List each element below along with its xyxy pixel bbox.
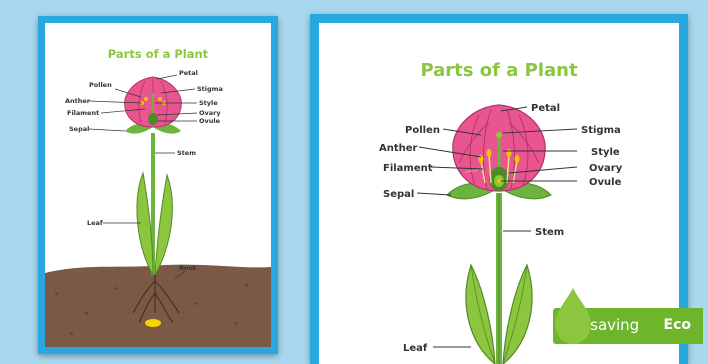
large-label-filament: Filament [383, 163, 433, 174]
small-label-petal: Petal [179, 69, 198, 77]
small-label-pollen: Pollen [89, 81, 112, 89]
large-label-leaf: Leaf [403, 343, 428, 354]
small-label-anther: Anther [65, 97, 91, 105]
leaf-right [155, 175, 172, 275]
large-label-sepal: Sepal [383, 189, 414, 200]
small-label-ovary: Ovary [199, 109, 221, 117]
large-label-petal: Petal [531, 103, 560, 114]
small-label-stigma: Stigma [197, 85, 223, 93]
small-label-ovule: Ovule [199, 117, 221, 125]
small-label-stem: Stem [177, 149, 196, 157]
small-plant-diagram: Petal Pollen Stigma Anther Style Filamen… [45, 23, 271, 347]
small-label-sepal: Sepal [69, 125, 89, 133]
large-label-stem: Stem [535, 227, 564, 238]
small-label-filament: Filament [67, 109, 99, 117]
small-label-style: Style [199, 99, 218, 107]
large-label-ovary: Ovary [589, 163, 623, 174]
large-label-stigma: Stigma [581, 125, 621, 136]
small-label-root: Root [179, 264, 196, 272]
large-flower [453, 105, 545, 191]
large-label-style: Style [591, 147, 620, 158]
small-label-leaf: Leaf [87, 219, 103, 227]
large-label-anther: Anther [379, 143, 418, 154]
small-logo-blob [145, 319, 161, 327]
small-flower [125, 77, 182, 127]
large-label-ovule: Ovule [589, 177, 622, 188]
soil [45, 265, 271, 347]
large-label-pollen: Pollen [405, 125, 440, 136]
ink-saving-eco-button[interactable]: ink saving Eco [553, 308, 703, 344]
small-poster: Parts of a Plant [38, 16, 278, 354]
leaf-left [137, 173, 153, 275]
small-poster-sheet: Parts of a Plant [45, 23, 271, 347]
eco-drop-icon [553, 288, 593, 344]
eco-label: Eco [664, 317, 691, 333]
